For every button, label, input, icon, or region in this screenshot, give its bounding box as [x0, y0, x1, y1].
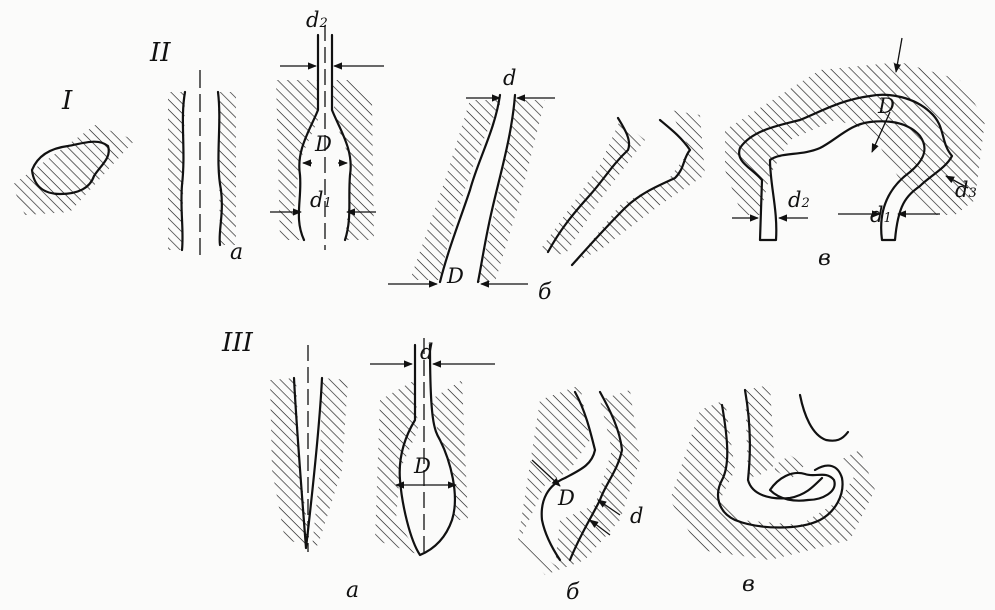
- dim-label-D-iii-b: D: [558, 488, 575, 509]
- caption-ii-a: a: [230, 242, 243, 264]
- group-ii-b-curved-channel: [540, 110, 705, 265]
- dim-label-d-iii-b: d: [630, 506, 643, 527]
- dim-label-D-ii-b: D: [447, 266, 464, 287]
- group-label-ii: II: [150, 40, 171, 66]
- dim-label-d-ii-b: d: [503, 68, 516, 89]
- group-iii-a-dead-end-pore: [270, 345, 348, 552]
- dim-label-d3-ii-v: d3: [955, 180, 977, 201]
- dim-label-d1-ii-v: d1: [870, 205, 892, 226]
- group-ii-a-straight-channel: [168, 70, 236, 255]
- dim-label-d-iii-a: d: [420, 342, 433, 363]
- caption-iii-v: в: [742, 574, 755, 596]
- branched-pore-pocket: [770, 473, 835, 501]
- group-ii-v-interconnected-pore: [725, 38, 985, 240]
- dim-label-d2-top: d2: [306, 10, 328, 31]
- dim-label-D-ii-v: D: [878, 96, 895, 117]
- dim-label-d2-ii-v: d2: [788, 190, 810, 211]
- group-iii-v-branched-pore: [670, 385, 875, 560]
- dim-label-D-iii-a: D: [414, 456, 431, 477]
- dim-label-d1-ii-a: d1: [310, 190, 332, 211]
- group-iii-b-irregular-pore: [518, 385, 640, 575]
- caption-ii-v: в: [818, 248, 831, 270]
- caption-ii-b: б: [538, 282, 551, 304]
- group-label-i: I: [62, 88, 72, 114]
- caption-iii-b: б: [566, 582, 579, 604]
- group-ii-b-tapering-channel: [388, 95, 555, 284]
- group-iii-a-bottle-pore: [370, 338, 495, 558]
- dim-label-D-ii-a: D: [315, 134, 332, 155]
- group-label-iii: III: [222, 330, 253, 356]
- caption-iii-a: a: [346, 580, 359, 602]
- group-i-closed-pore: [12, 125, 135, 215]
